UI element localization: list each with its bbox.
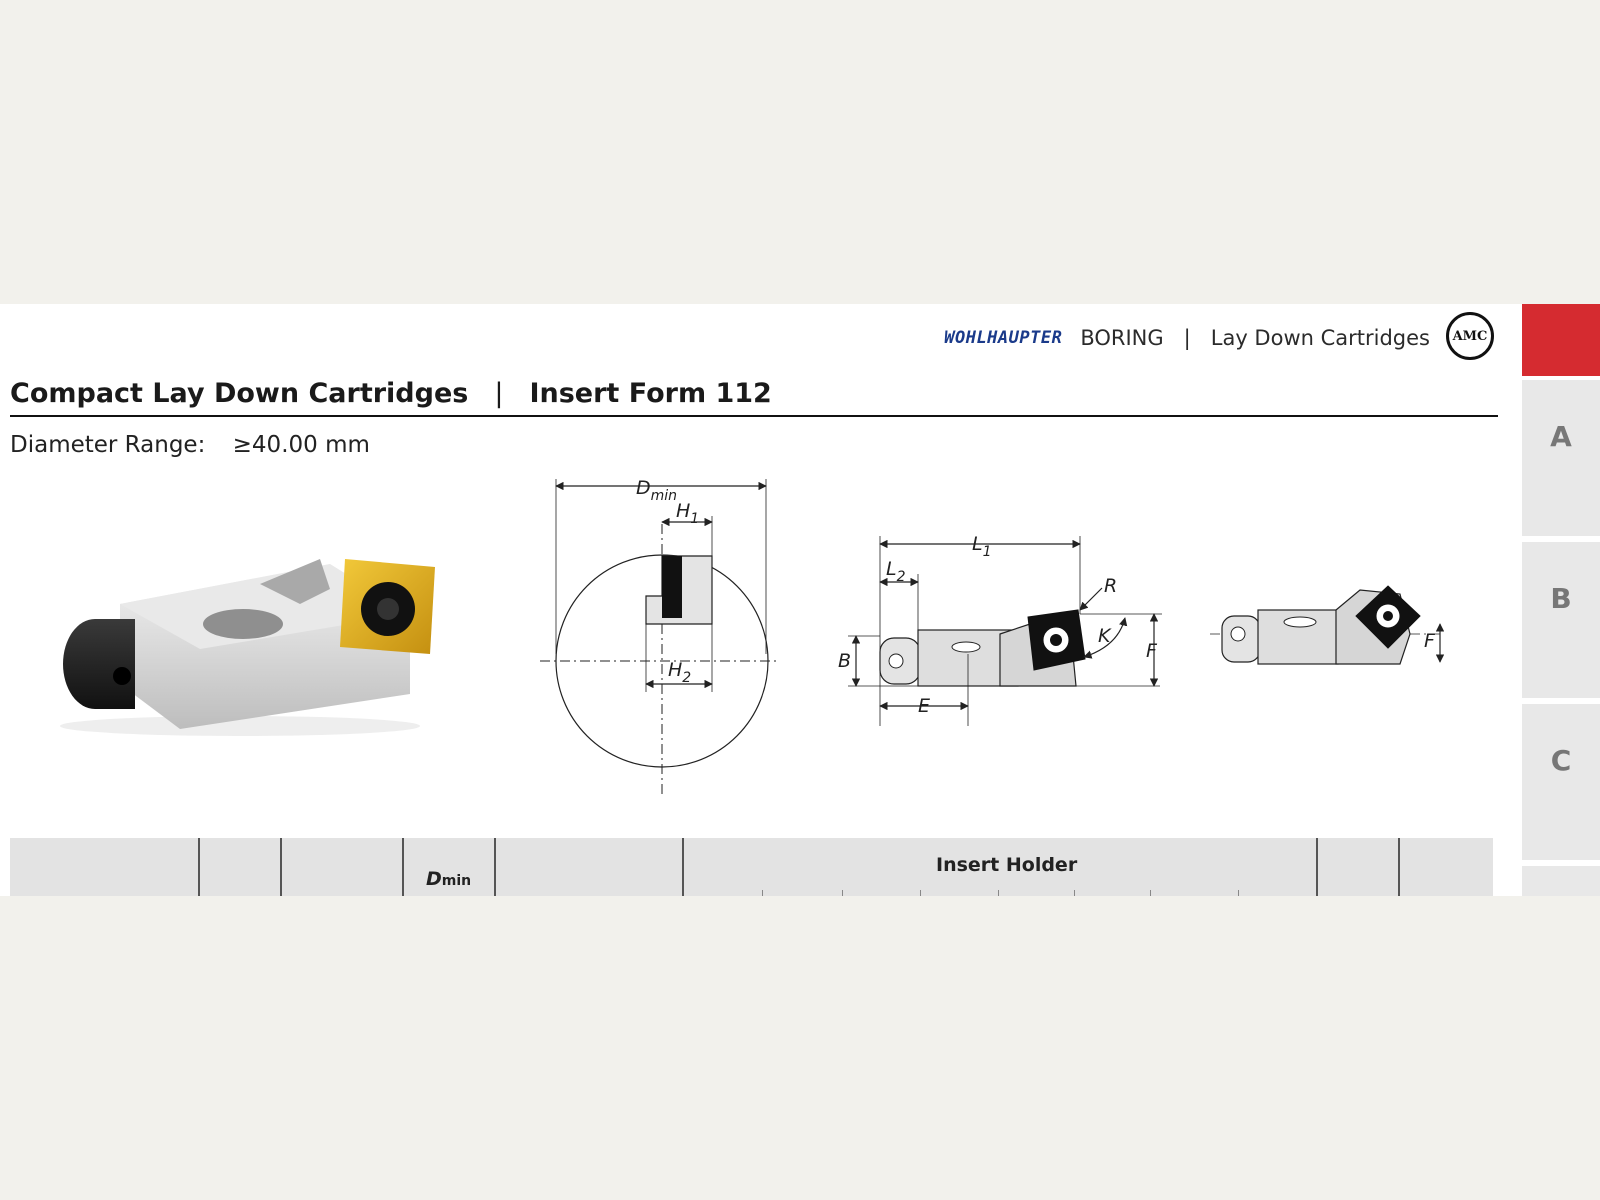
sub-col-tick xyxy=(1150,890,1151,896)
page-title: Compact Lay Down Cartridges | Insert For… xyxy=(10,378,1498,417)
title-main: Compact Lay Down Cartridges xyxy=(10,378,469,409)
sub-col-tick xyxy=(920,890,921,896)
label-l2: L2 xyxy=(886,558,906,585)
title-separator: | xyxy=(494,378,504,409)
catalog-page: Wohlhaupter BORING | Lay Down Cartridges… xyxy=(0,304,1600,896)
col-divider xyxy=(1398,838,1400,896)
diameter-range-value: ≥40.00 mm xyxy=(232,432,370,458)
header-separator: | xyxy=(1183,326,1191,350)
tab-active-red[interactable] xyxy=(1522,304,1600,376)
tab-b[interactable]: B xyxy=(1522,542,1600,698)
label-f: F xyxy=(1146,640,1158,662)
sub-col-tick xyxy=(762,890,763,896)
label-f-top: F xyxy=(1424,630,1436,652)
tab-a[interactable]: A xyxy=(1522,380,1600,536)
diameter-range-label: Diameter Range: xyxy=(10,432,206,458)
label-e: E xyxy=(918,695,930,717)
diameter-range: Diameter Range: ≥40.00 mm xyxy=(10,432,370,458)
label-r: R xyxy=(1104,575,1117,597)
col-divider xyxy=(494,838,496,896)
sub-col-tick xyxy=(842,890,843,896)
tab-d[interactable] xyxy=(1522,866,1600,896)
wohlhaupter-logo: Wohlhaupter xyxy=(944,328,1063,348)
tab-c-label: C xyxy=(1550,744,1572,777)
th-dmin: Dmin xyxy=(426,868,472,890)
front-view-diagram xyxy=(540,479,780,794)
amc-seal-logo: AMC xyxy=(1446,312,1494,360)
sub-col-tick xyxy=(1074,890,1075,896)
brand-line: Wohlhaupter BORING | Lay Down Cartridges xyxy=(944,326,1430,350)
col-divider xyxy=(682,838,684,896)
section-label: BORING xyxy=(1080,326,1164,350)
side-view-diagram xyxy=(848,536,1162,726)
tab-b-label: B xyxy=(1550,582,1572,615)
tab-a-label: A xyxy=(1550,420,1572,453)
sub-col-tick xyxy=(1238,890,1239,896)
label-dmin: Dmin xyxy=(636,477,677,504)
label-b: B xyxy=(838,650,851,672)
label-l1: L1 xyxy=(972,533,992,560)
technical-illustrations: Dmin H1 H2 L1 xyxy=(60,477,1445,794)
amc-seal-text: AMC xyxy=(1452,328,1488,344)
category-label: Lay Down Cartridges xyxy=(1210,326,1430,350)
table-header: Dmin Insert Holder xyxy=(10,838,1493,896)
sub-col-tick xyxy=(998,890,999,896)
tab-c[interactable]: C xyxy=(1522,704,1600,860)
col-divider xyxy=(1316,838,1318,896)
col-divider xyxy=(280,838,282,896)
label-h1: H1 xyxy=(676,500,699,527)
col-divider xyxy=(198,838,200,896)
th-insert-holder: Insert Holder xyxy=(936,854,1078,876)
col-divider xyxy=(402,838,404,896)
label-k: K xyxy=(1098,625,1112,647)
cartridge-photo xyxy=(60,559,435,736)
title-secondary: Insert Form 112 xyxy=(529,378,772,409)
section-tabs: A B C xyxy=(1522,304,1600,896)
label-h2: H2 xyxy=(668,659,691,686)
top-view-diagram xyxy=(1210,585,1445,665)
